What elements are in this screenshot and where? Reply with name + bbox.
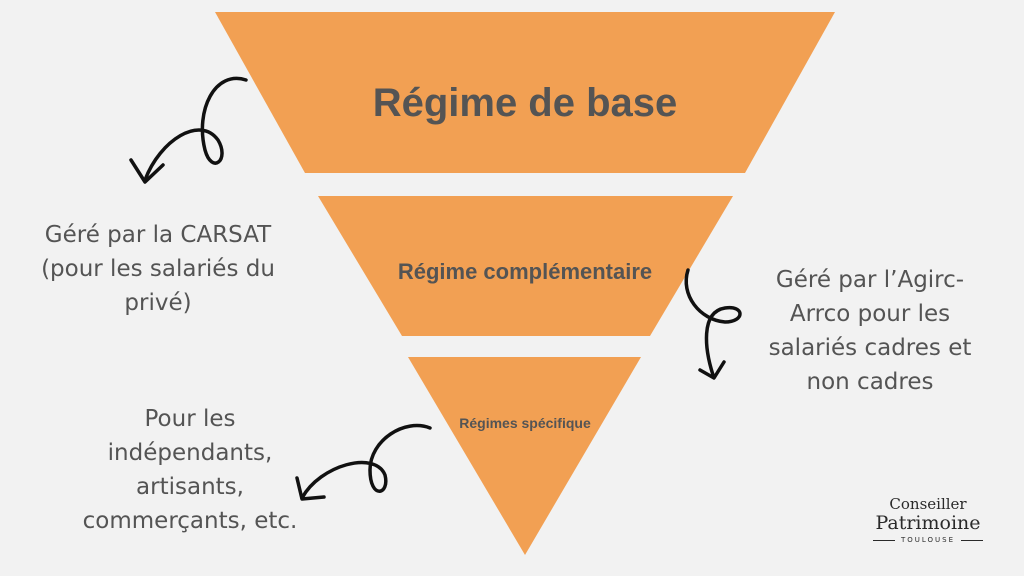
note-carsat-line: (pour les salariés du — [41, 256, 275, 282]
arrow-independants-head — [295, 476, 326, 501]
note-independants-line: commerçants, etc. — [82, 508, 298, 534]
brand-logo: Conseiller Patrimoine TOULOUSE — [858, 496, 998, 544]
logo-rule-right — [961, 539, 984, 541]
logo-subtitle-row: TOULOUSE — [858, 536, 998, 544]
arrow-independants — [300, 423, 432, 500]
arrow-carsat-head — [129, 158, 165, 184]
tier-specifique-label: Régimes spécifique — [459, 415, 591, 431]
note-carsat-line: privé) — [124, 290, 192, 316]
tier-base-shape — [215, 12, 835, 173]
note-agirc: Géré par l’Agirc- Arrco pour les salarié… — [740, 263, 1000, 399]
tier-complementaire-shape — [318, 196, 733, 336]
note-carsat-line: Géré par la CARSAT — [44, 222, 272, 248]
logo-line-3: TOULOUSE — [900, 536, 956, 544]
note-agirc-line: salariés cadres et — [768, 335, 972, 361]
tier-base-label: Régime de base — [372, 81, 678, 125]
note-independants-line: artisants, — [136, 474, 244, 500]
arrow-carsat — [143, 76, 248, 182]
note-agirc-line: Géré par l’Agirc- — [775, 267, 965, 293]
logo-rule-left — [872, 539, 895, 541]
note-agirc-line: non cadres — [806, 369, 934, 395]
note-independants: Pour les indépendants, artisants, commer… — [60, 402, 320, 538]
note-agirc-line: Arrco pour les — [789, 301, 951, 327]
logo-line-1: Conseiller — [889, 495, 967, 513]
note-independants-line: indépendants, — [107, 440, 273, 466]
logo-line-2: Patrimoine — [875, 512, 981, 534]
note-independants-line: Pour les — [144, 406, 236, 432]
note-carsat: Géré par la CARSAT (pour les salariés du… — [8, 218, 308, 320]
tier-specifique-shape — [408, 357, 641, 555]
arrow-agirc — [684, 268, 742, 377]
tier-complementaire-label: Régime complémentaire — [397, 259, 653, 284]
arrow-agirc-head — [698, 360, 726, 380]
